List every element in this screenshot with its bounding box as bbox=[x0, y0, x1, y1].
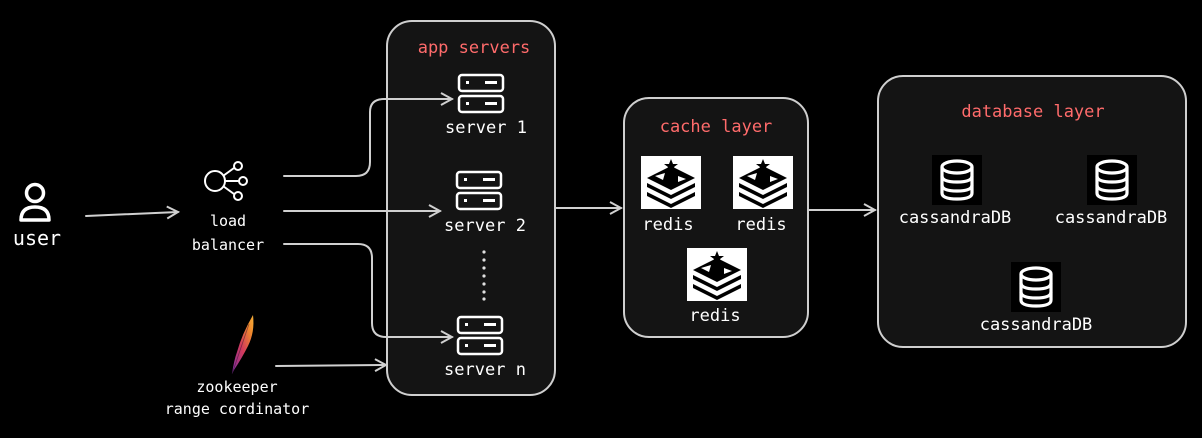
server-1-label: server 1 bbox=[445, 118, 527, 138]
arrow-zk-to-app bbox=[275, 365, 386, 366]
server-n-label: server n bbox=[444, 360, 526, 380]
zookeeper-label-2: range cordinator bbox=[164, 400, 310, 418]
user-label: user bbox=[12, 226, 62, 250]
redis-label-3: redis bbox=[689, 306, 741, 326]
zookeeper-label-1: zookeeper bbox=[196, 378, 278, 396]
database-layer-container bbox=[877, 75, 1187, 348]
cassandra-label-3: cassandraDB bbox=[979, 315, 1093, 335]
load-balancer-label-1: load bbox=[209, 212, 247, 230]
cassandra-label-1: cassandraDB bbox=[898, 208, 1012, 228]
redis-label-1: redis bbox=[642, 215, 694, 235]
server-icon bbox=[455, 170, 503, 211]
arrow-lb-to-servern bbox=[283, 243, 452, 337]
server-icon bbox=[457, 73, 505, 114]
user-icon bbox=[19, 182, 51, 222]
database-icon bbox=[1011, 262, 1061, 312]
zookeeper-feather-icon bbox=[231, 315, 254, 375]
redis-label-2: redis bbox=[735, 215, 787, 235]
app-servers-title: app servers bbox=[417, 38, 531, 58]
redis-icon bbox=[687, 248, 747, 301]
server-2-label: server 2 bbox=[444, 216, 526, 236]
database-icon bbox=[932, 155, 982, 205]
database-layer-title: database layer bbox=[961, 102, 1105, 122]
arrow-user-to-lb bbox=[85, 212, 178, 216]
database-icon bbox=[1087, 155, 1137, 205]
cache-layer-title: cache layer bbox=[659, 117, 773, 137]
redis-icon bbox=[733, 156, 793, 209]
load-balancer-icon bbox=[204, 161, 248, 201]
server-icon bbox=[456, 315, 504, 356]
cassandra-label-2: cassandraDB bbox=[1054, 208, 1168, 228]
load-balancer-label-2: balancer bbox=[191, 236, 265, 254]
ellipsis-dots bbox=[482, 250, 486, 301]
arrow-lb-to-server1 bbox=[283, 99, 452, 177]
redis-icon bbox=[641, 156, 701, 209]
